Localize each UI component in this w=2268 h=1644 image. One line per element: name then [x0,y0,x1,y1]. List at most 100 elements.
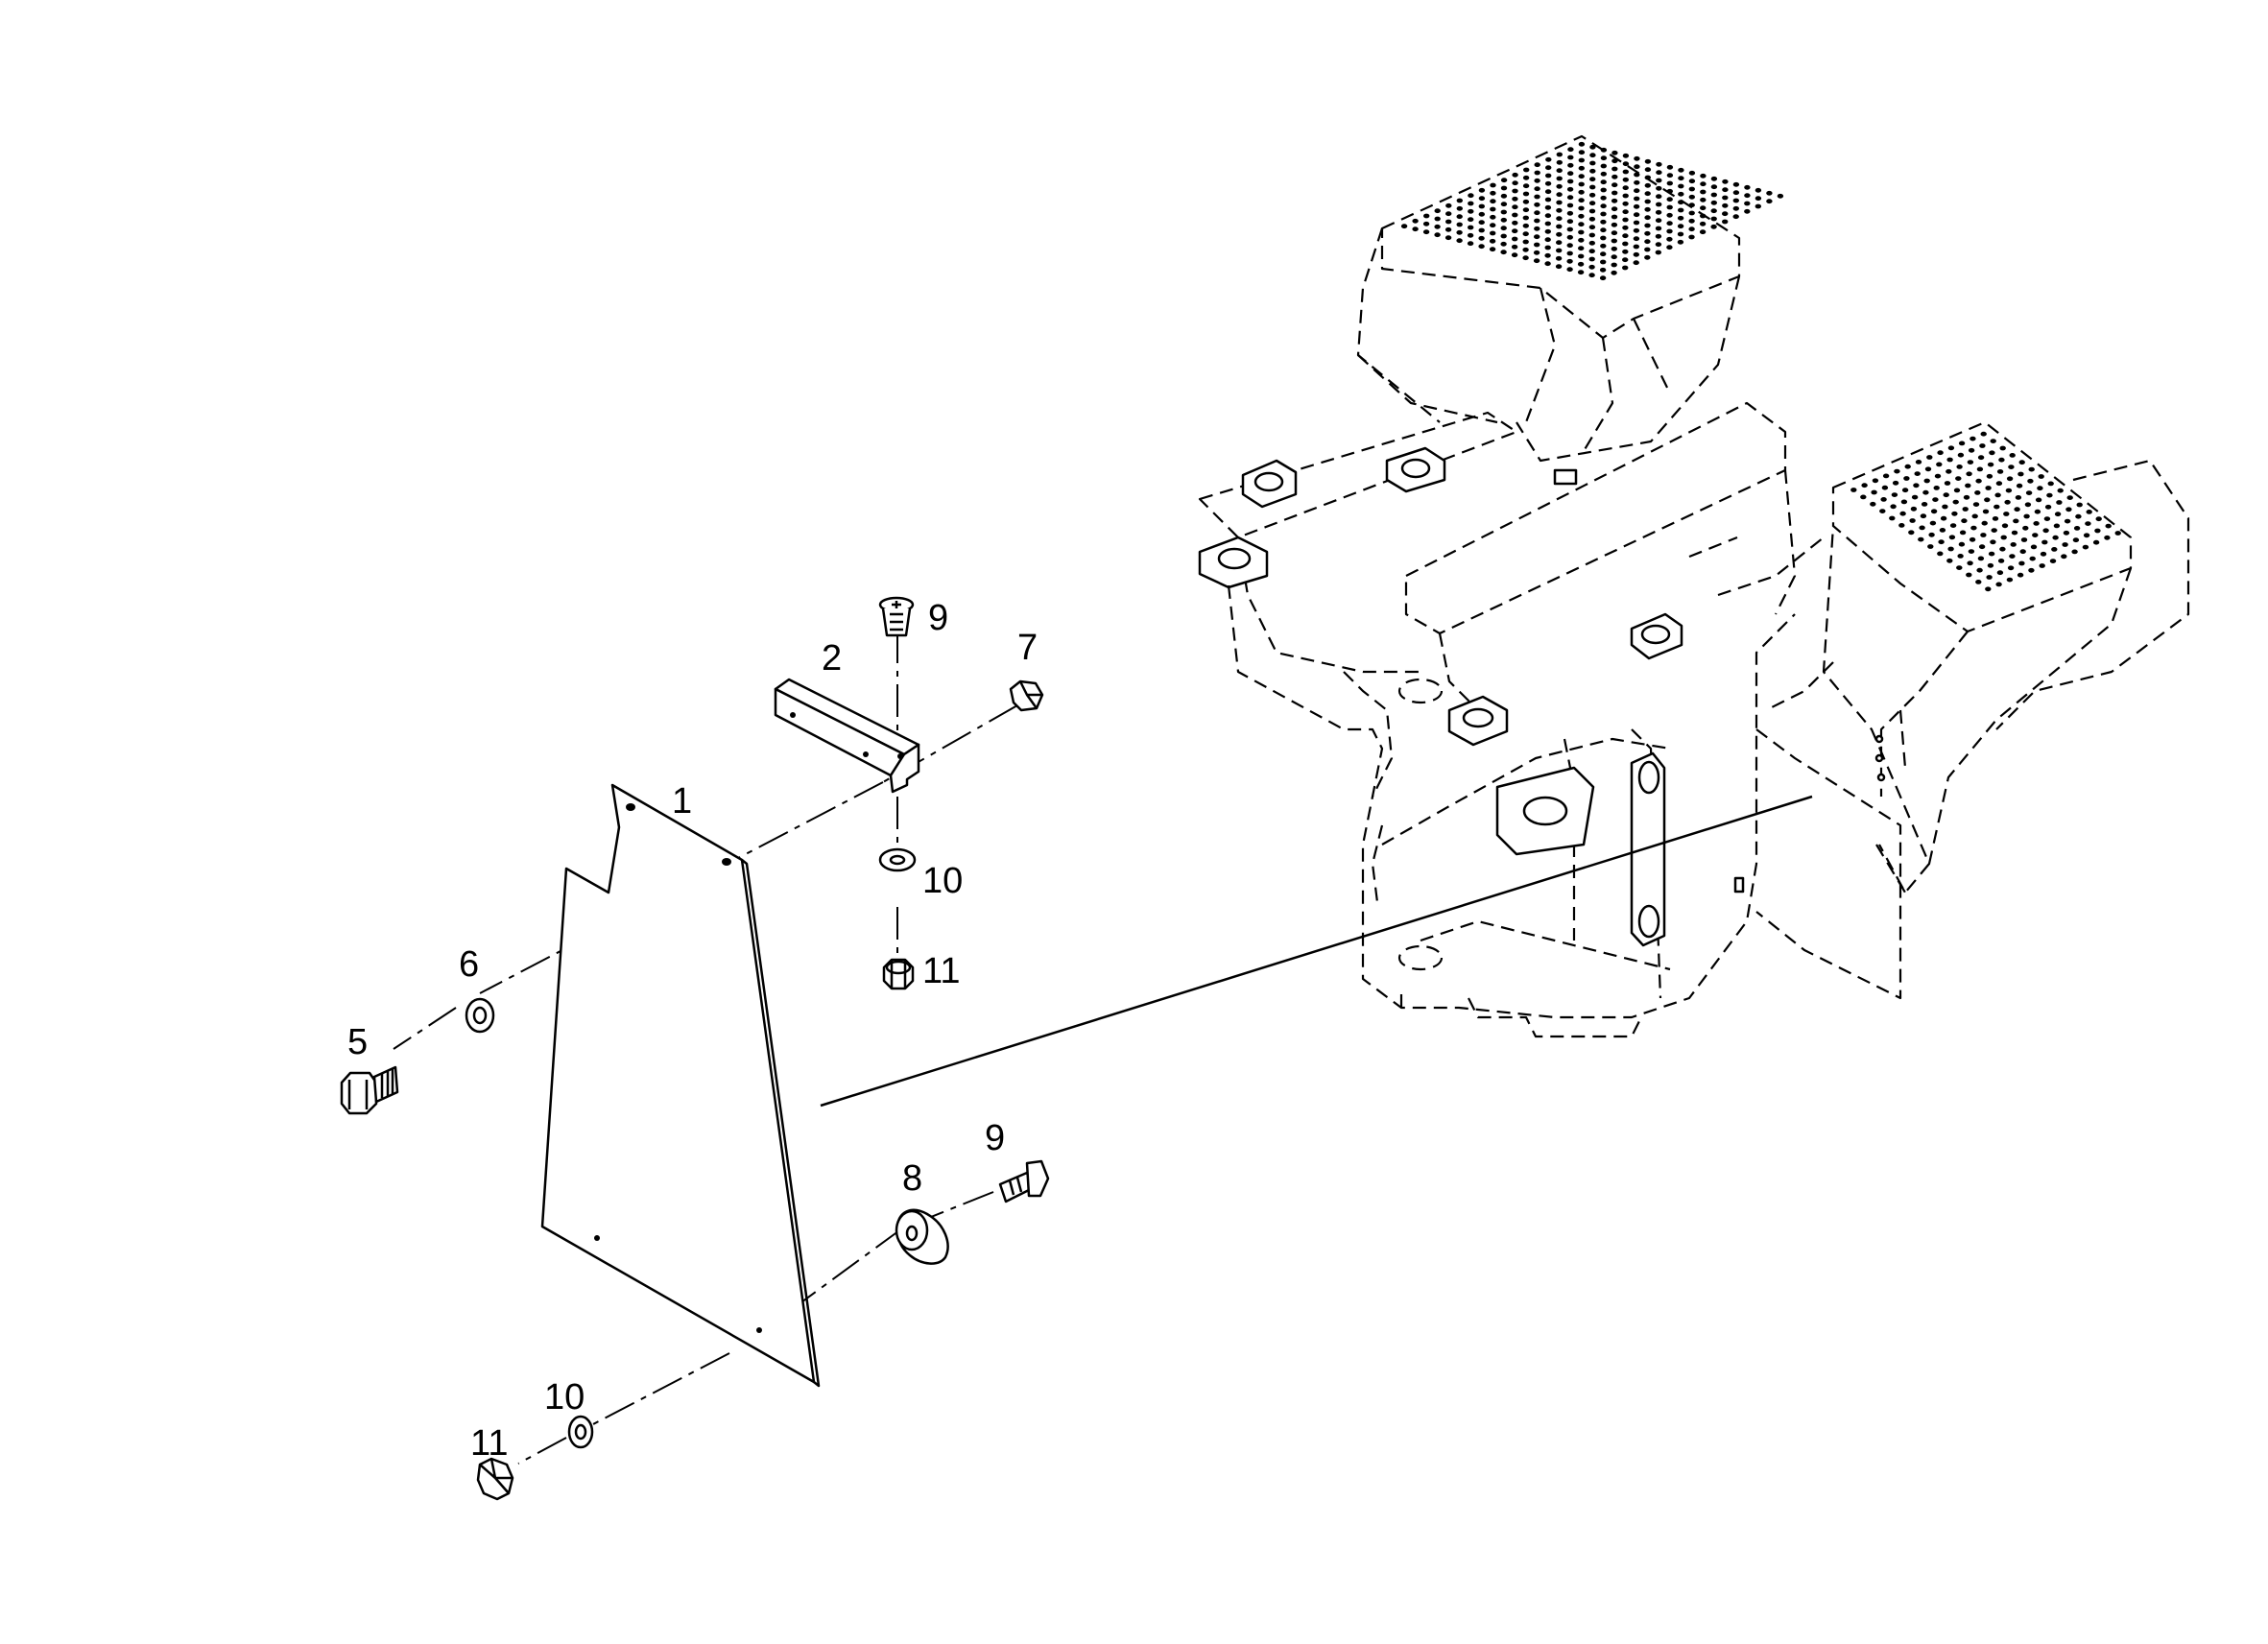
hinge-brackets [1198,446,1683,747]
perforation-dot [1860,494,1867,500]
perforation-dot [1544,213,1552,219]
perforation-dot [1655,226,1662,231]
perforation-dot [1678,207,1684,213]
perforation-dot [1939,528,1946,533]
callout-1: 1 [672,781,692,822]
perforation-dot [1677,239,1684,245]
perforation-dot [1611,262,1617,268]
perforation-dot [1644,175,1652,180]
perforation-dot [1644,199,1651,204]
perforation-dot [1894,468,1900,474]
perforation-dot [1924,466,1932,472]
perforation-dot [1677,215,1684,221]
perforation-dot [1961,518,1968,524]
perforation-dot [1556,207,1563,213]
perforation-dot [1545,156,1552,162]
perforation-dot [1578,157,1586,163]
perforation-dot [1545,165,1552,171]
perforation-dot [1600,195,1607,201]
perforation-dot [1744,208,1751,214]
perforation-dot [1699,229,1707,235]
perforation-dot [1963,494,1970,500]
perforation-dot [1976,567,1983,573]
perforation-dot [1901,488,1909,493]
perforation-dot [1722,195,1729,201]
perforation-dot [1722,187,1729,193]
perforation-dot [1644,239,1651,245]
perforation-dot [1889,515,1896,521]
perforation-dot [1655,209,1662,215]
perforation-dot [2104,535,2111,540]
perforation-dot [1656,202,1662,207]
perforation-dot [1722,203,1729,208]
perforation-dot [1700,189,1707,195]
perforation-dot [1522,247,1529,252]
perforation-dot [1512,188,1518,194]
perforation-dot [1755,187,1762,193]
perforation-dot [2006,577,2014,583]
perforation-dot [1622,185,1629,191]
perforation-dot [1622,161,1630,167]
perforation-dot [1512,180,1518,186]
perforation-dot [1611,222,1618,227]
perforation-dot [2014,507,2020,512]
perforation-dot [1512,212,1518,218]
perforation-dot [1755,203,1762,209]
perforation-dot [1611,246,1618,251]
perforation-dot [1980,431,1987,437]
perforation-dot [1500,178,1508,183]
perforation-dot [1744,184,1751,190]
perforation-dot [1522,191,1530,197]
perforation-dot [1927,544,1934,549]
perforation-dot [1467,232,1474,238]
perforation-dot [1588,256,1595,262]
perforation-dot [1879,509,1886,513]
perforation-dot [1956,565,1963,570]
perforation-dot [1512,228,1518,234]
perforation-dot [1966,572,1972,578]
perforation-dot [2024,502,2032,508]
perforation-dot [2007,565,2015,571]
perforation-dot [1732,205,1740,211]
perforation-dot [2065,507,2072,512]
perforation-dot [1556,176,1563,181]
perforation-dot [1422,221,1430,226]
perforation-dot [1633,251,1640,257]
perforation-dot [1666,204,1673,210]
perforation-dot [2001,523,2009,529]
perforation-dot [1611,174,1618,179]
perforation-dot [1994,492,2001,498]
perforation-dot [1566,267,1573,273]
perforation-dot [1500,250,1507,255]
perforation-dot [1522,215,1530,221]
perforation-dot [1908,530,1915,536]
perforation-dot [1990,539,1996,545]
perforation-dot [1700,181,1707,187]
part-10-washer-lower [567,1415,594,1449]
perforation-dot [1600,179,1607,185]
perforation-dot [1611,254,1617,260]
perforation-dot [2071,549,2078,555]
perforation-dot [2086,510,2092,514]
perforation-dot [1986,473,1993,479]
perforation-dot [2039,563,2045,568]
perforation-dot [1622,265,1629,271]
perforation-dot [1755,196,1762,202]
perforation-dot [1732,214,1739,220]
perforation-dot [1588,192,1596,198]
perforation-dot [1666,221,1673,226]
perforation-dot [1940,515,1947,521]
perforation-dot [1992,516,1999,521]
perforation-dot [2030,544,2038,550]
perforation-dot [1511,244,1518,250]
perforation-dot [1434,224,1441,229]
perforation-dot [1500,185,1508,191]
perforation-dot [1948,535,1956,540]
perforation-dot [2046,492,2053,498]
perforation-dot [1900,499,1908,505]
perforation-dot [2017,471,2024,477]
perforation-dot [1881,485,1889,490]
perforation-dot [2004,499,2011,505]
perforation-dot [1599,275,1607,281]
perforation-dot [2056,500,2063,505]
